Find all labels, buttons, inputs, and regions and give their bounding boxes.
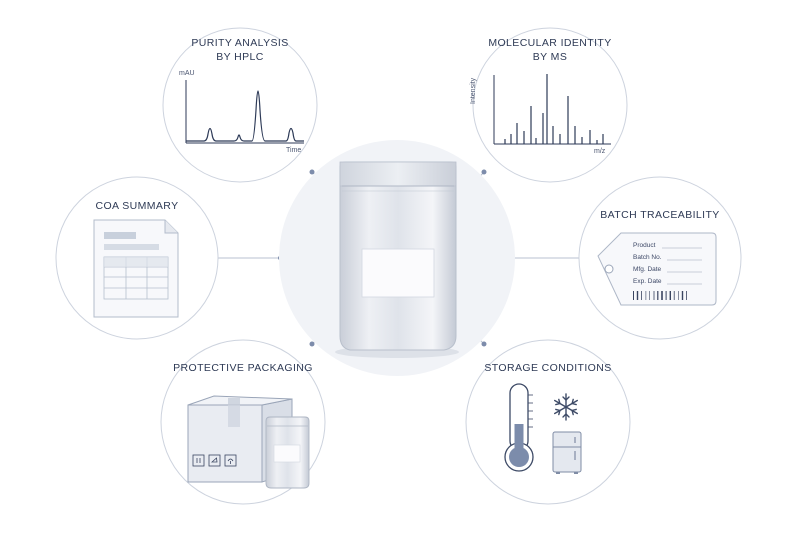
thermometer-icon: [504, 383, 534, 472]
document-icon: [93, 219, 179, 318]
tag-icon: [597, 232, 717, 306]
batch-field-batch-no: Batch No.: [633, 254, 662, 261]
batch-field-exp-date: Exp. Date: [633, 278, 662, 285]
barcode-bar: [673, 291, 675, 300]
batch-field-product: Product: [633, 242, 656, 249]
barcode-bar: [669, 291, 671, 300]
barcode-bar: [649, 291, 650, 300]
hplc-y-axis-label: mAU: [179, 70, 195, 77]
barcode-bar: [665, 291, 667, 300]
hplc-title-line1: PURITY ANALYSIS: [191, 37, 289, 49]
batch-field-mfg-date: Mfg. Date: [633, 266, 662, 273]
barcode-bar: [636, 291, 639, 300]
hplc-title-line2: BY HPLC: [216, 51, 264, 63]
ms-x-axis-label: m/z: [594, 148, 606, 155]
ms-y-axis-label: Intensity: [470, 77, 477, 104]
batch-title: BATCH TRACEABILITY: [600, 209, 720, 221]
ms-title-line1: MOLECULAR IDENTITY: [488, 37, 612, 49]
barcode-bar: [681, 291, 684, 300]
hplc-chromatogram-icon: [185, 80, 304, 144]
barcode-bar: [657, 291, 659, 300]
barcode-bar: [686, 291, 687, 300]
storage-title: STORAGE CONDITIONS: [484, 362, 612, 374]
snowflake-icon: [553, 393, 579, 421]
barcode-bar: [645, 291, 647, 300]
hplc-x-axis-label: Time: [286, 147, 302, 154]
ms-title-line2: BY MS: [532, 51, 568, 63]
ms-title: MOLECULAR IDENTITY BY MS: [475, 36, 625, 64]
box-icon: [187, 395, 310, 489]
barcode-bar: [678, 291, 679, 300]
barcode-bar: [641, 291, 642, 300]
barcode-bar: [661, 291, 663, 300]
barcode-bar: [633, 291, 634, 300]
hplc-title: PURITY ANALYSIS BY HPLC: [170, 36, 310, 64]
packaging-title: PROTECTIVE PACKAGING: [173, 362, 313, 374]
coa-title: COA SUMMARY: [95, 200, 179, 212]
mass-spectrum-icon: [493, 74, 611, 145]
foil-pouch-icon: [335, 161, 459, 358]
freezer-icon: [552, 431, 582, 474]
barcode-bar: [653, 291, 655, 300]
barcode: [633, 291, 687, 300]
